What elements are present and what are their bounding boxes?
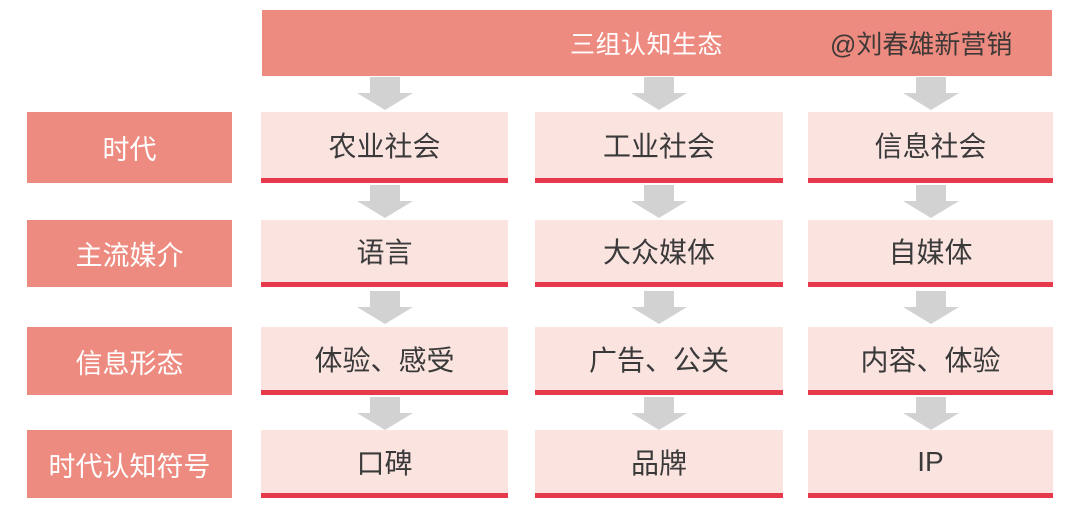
cell-ip: IP [808, 430, 1053, 498]
cell-information-society: 信息社会 [808, 112, 1053, 183]
down-arrow-icon [357, 397, 413, 430]
down-arrow-icon [631, 77, 687, 110]
down-arrow-icon [357, 77, 413, 110]
cell-self-media: 自媒体 [808, 220, 1053, 287]
cell-mass-media: 大众媒体 [535, 220, 783, 287]
cell-word-of-mouth: 口碑 [261, 430, 508, 498]
row-label-mainstream-media: 主流媒介 [27, 220, 232, 287]
header-bar: 三组认知生态 @刘春雄新营销 [262, 10, 1052, 76]
row-label-information-form: 信息形态 [27, 327, 232, 395]
author-handle: @刘春雄新营销 [830, 29, 1013, 60]
down-arrow-icon [903, 185, 959, 218]
row-label-era-cognitive-symbol: 时代认知符号 [27, 430, 232, 498]
diagram-title: 三组认知生态 [570, 31, 724, 59]
down-arrow-icon [903, 397, 959, 430]
down-arrow-icon [903, 291, 959, 324]
cell-advertising-pr: 广告、公关 [535, 327, 783, 395]
cell-brand: 品牌 [535, 430, 783, 498]
down-arrow-icon [903, 77, 959, 110]
cell-content-experience: 内容、体验 [808, 327, 1053, 395]
cell-experience-feeling: 体验、感受 [261, 327, 508, 395]
down-arrow-icon [631, 185, 687, 218]
cell-agricultural-society: 农业社会 [261, 112, 508, 183]
cell-language: 语言 [261, 220, 508, 287]
down-arrow-icon [357, 291, 413, 324]
cell-industrial-society: 工业社会 [535, 112, 783, 183]
down-arrow-icon [357, 185, 413, 218]
down-arrow-icon [631, 397, 687, 430]
down-arrow-icon [631, 291, 687, 324]
row-label-era: 时代 [27, 112, 232, 183]
